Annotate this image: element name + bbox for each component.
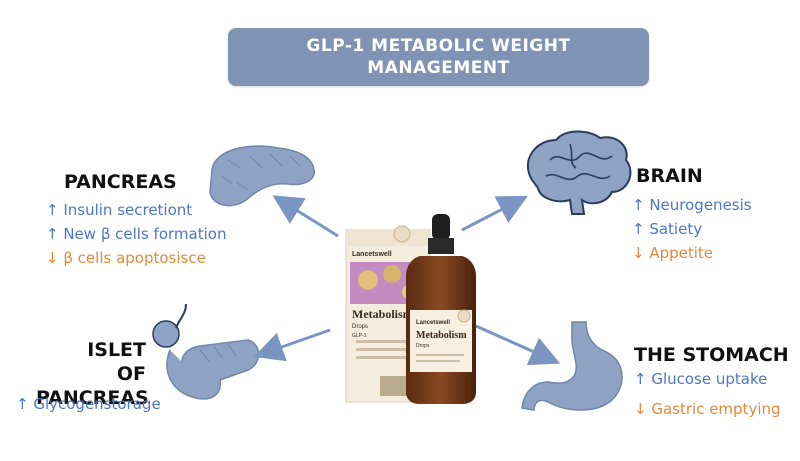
- dropper-bottle: [406, 214, 476, 404]
- islet-title: ISLET OF PANCREAS: [36, 338, 149, 410]
- arrow-to-stomach: [475, 324, 561, 366]
- islet-organ-icon: [152, 303, 260, 400]
- pancreas-effect-1: ↑ Insulin secretiont: [46, 201, 193, 219]
- arrow-to-islet: [253, 328, 331, 362]
- title-line-1: GLP-1 METABOLIC WEIGHT: [306, 36, 571, 56]
- islet-title-line-2: PANCREAS: [36, 387, 149, 409]
- pancreas-effect-3: ↓ β cells apoptosisce: [46, 249, 206, 267]
- brain-effect-3: ↓ Appetite: [632, 244, 714, 262]
- islet-effect-1: ↑ Glycogenstorage: [16, 395, 161, 413]
- pancreas-title: PANCREAS: [64, 171, 177, 193]
- brain-title: BRAIN: [636, 165, 703, 187]
- pancreas-organ-icon: [209, 145, 315, 207]
- stomach-effect-1: ↑ Glucose uptake: [634, 370, 768, 388]
- islet-title-line-1: ISLET OF: [87, 339, 146, 385]
- arrows: [253, 195, 561, 366]
- box-badge: GLP-1: [352, 333, 367, 339]
- brain-effect-1: ↑ Neurogenesis: [632, 196, 752, 214]
- page-title: GLP-1 METABOLIC WEIGHT MANAGEMENT: [228, 28, 649, 86]
- box-brand: Lancetswell: [352, 251, 392, 258]
- stomach-organ-icon: [521, 321, 623, 411]
- bottle-product-name: Metabolism: [416, 330, 467, 341]
- title-line-2: MANAGEMENT: [367, 58, 510, 78]
- brain-effect-2: ↑ Satiety: [632, 220, 703, 238]
- stomach-effect-2: ↓ Gastric emptying: [634, 400, 781, 418]
- brain-organ-icon: [526, 130, 632, 215]
- box-product-name: Metabolism: [352, 307, 413, 321]
- stomach-title: THE STOMACH: [634, 344, 789, 366]
- bottle-brand: Lancetswell: [416, 320, 450, 326]
- pancreas-effect-2: ↑ New β cells formation: [46, 225, 227, 243]
- bottle-product-subname: Drops: [416, 343, 430, 349]
- box-product-subname: Drops: [352, 324, 368, 330]
- arrow-to-pancreas: [272, 195, 339, 238]
- arrow-to-brain: [461, 195, 528, 232]
